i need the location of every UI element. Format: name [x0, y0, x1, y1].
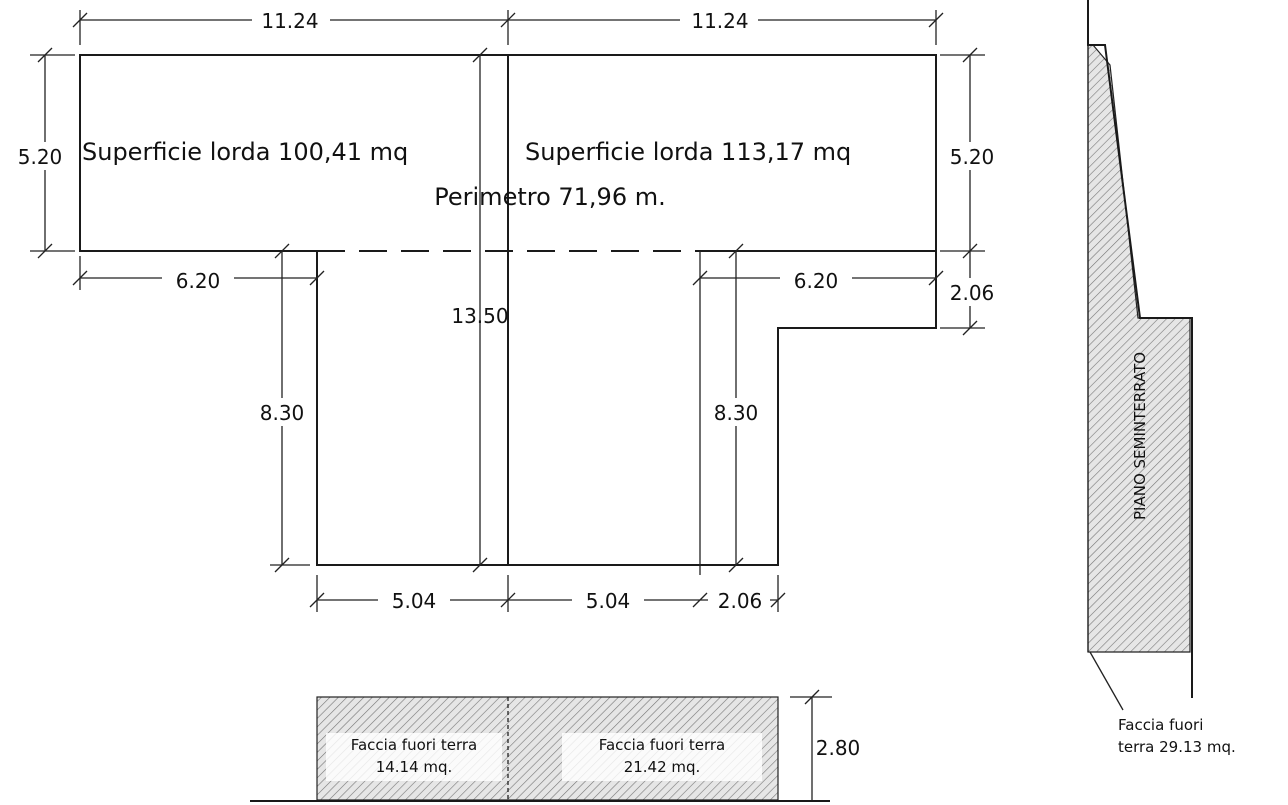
dim-base-right: 5.04 [586, 589, 631, 613]
dim-right-height: 5.20 [950, 145, 995, 169]
section-label: PIANO SEMINTERRATO [1131, 352, 1149, 520]
section-note-line2: terra 29.13 mq. [1118, 738, 1236, 756]
dim-left-leg: 8.30 [260, 401, 305, 425]
plan-outline [79, 54, 937, 566]
section-note-line1: Faccia fuori [1118, 716, 1203, 734]
dim-base-left: 5.04 [392, 589, 437, 613]
section-drawing: PIANO SEMINTERRATO Faccia fuori terra 29… [1087, 0, 1236, 756]
dim-left-height: 5.20 [18, 145, 63, 169]
dim-right-wing-text: 6.20 [794, 269, 839, 293]
elevation-area-left: 14.14 mq. [376, 758, 453, 776]
elevation-area-right: 21.42 mq. [624, 758, 701, 776]
perimeter-label: Perimetro 71,96 m. [434, 183, 665, 211]
area-right-label: Superficie lorda 113,17 mq [525, 138, 851, 166]
elevation-drawing: Faccia fuori terra 14.14 mq. Faccia fuor… [250, 689, 862, 802]
dim-top-left: 11.24 [261, 9, 318, 33]
plan-labels: 11.24 11.24 5.20 5.20 Superficie lorda 1… [2, 8, 1000, 614]
elevation-face-right: Faccia fuori terra [599, 736, 726, 754]
dim-center-height: 13.50 [451, 304, 508, 328]
dim-base-step: 2.06 [718, 589, 763, 613]
area-left-label: Superficie lorda 100,41 mq [82, 138, 408, 166]
dim-top-right: 11.24 [691, 9, 748, 33]
dim-left-wing: 6.20 [176, 269, 221, 293]
dim-right-leg: 8.30 [714, 401, 759, 425]
elevation-face-left: Faccia fuori terra [351, 736, 478, 754]
dim-step: 2.06 [950, 281, 995, 305]
elevation-height: 2.80 [816, 736, 861, 760]
